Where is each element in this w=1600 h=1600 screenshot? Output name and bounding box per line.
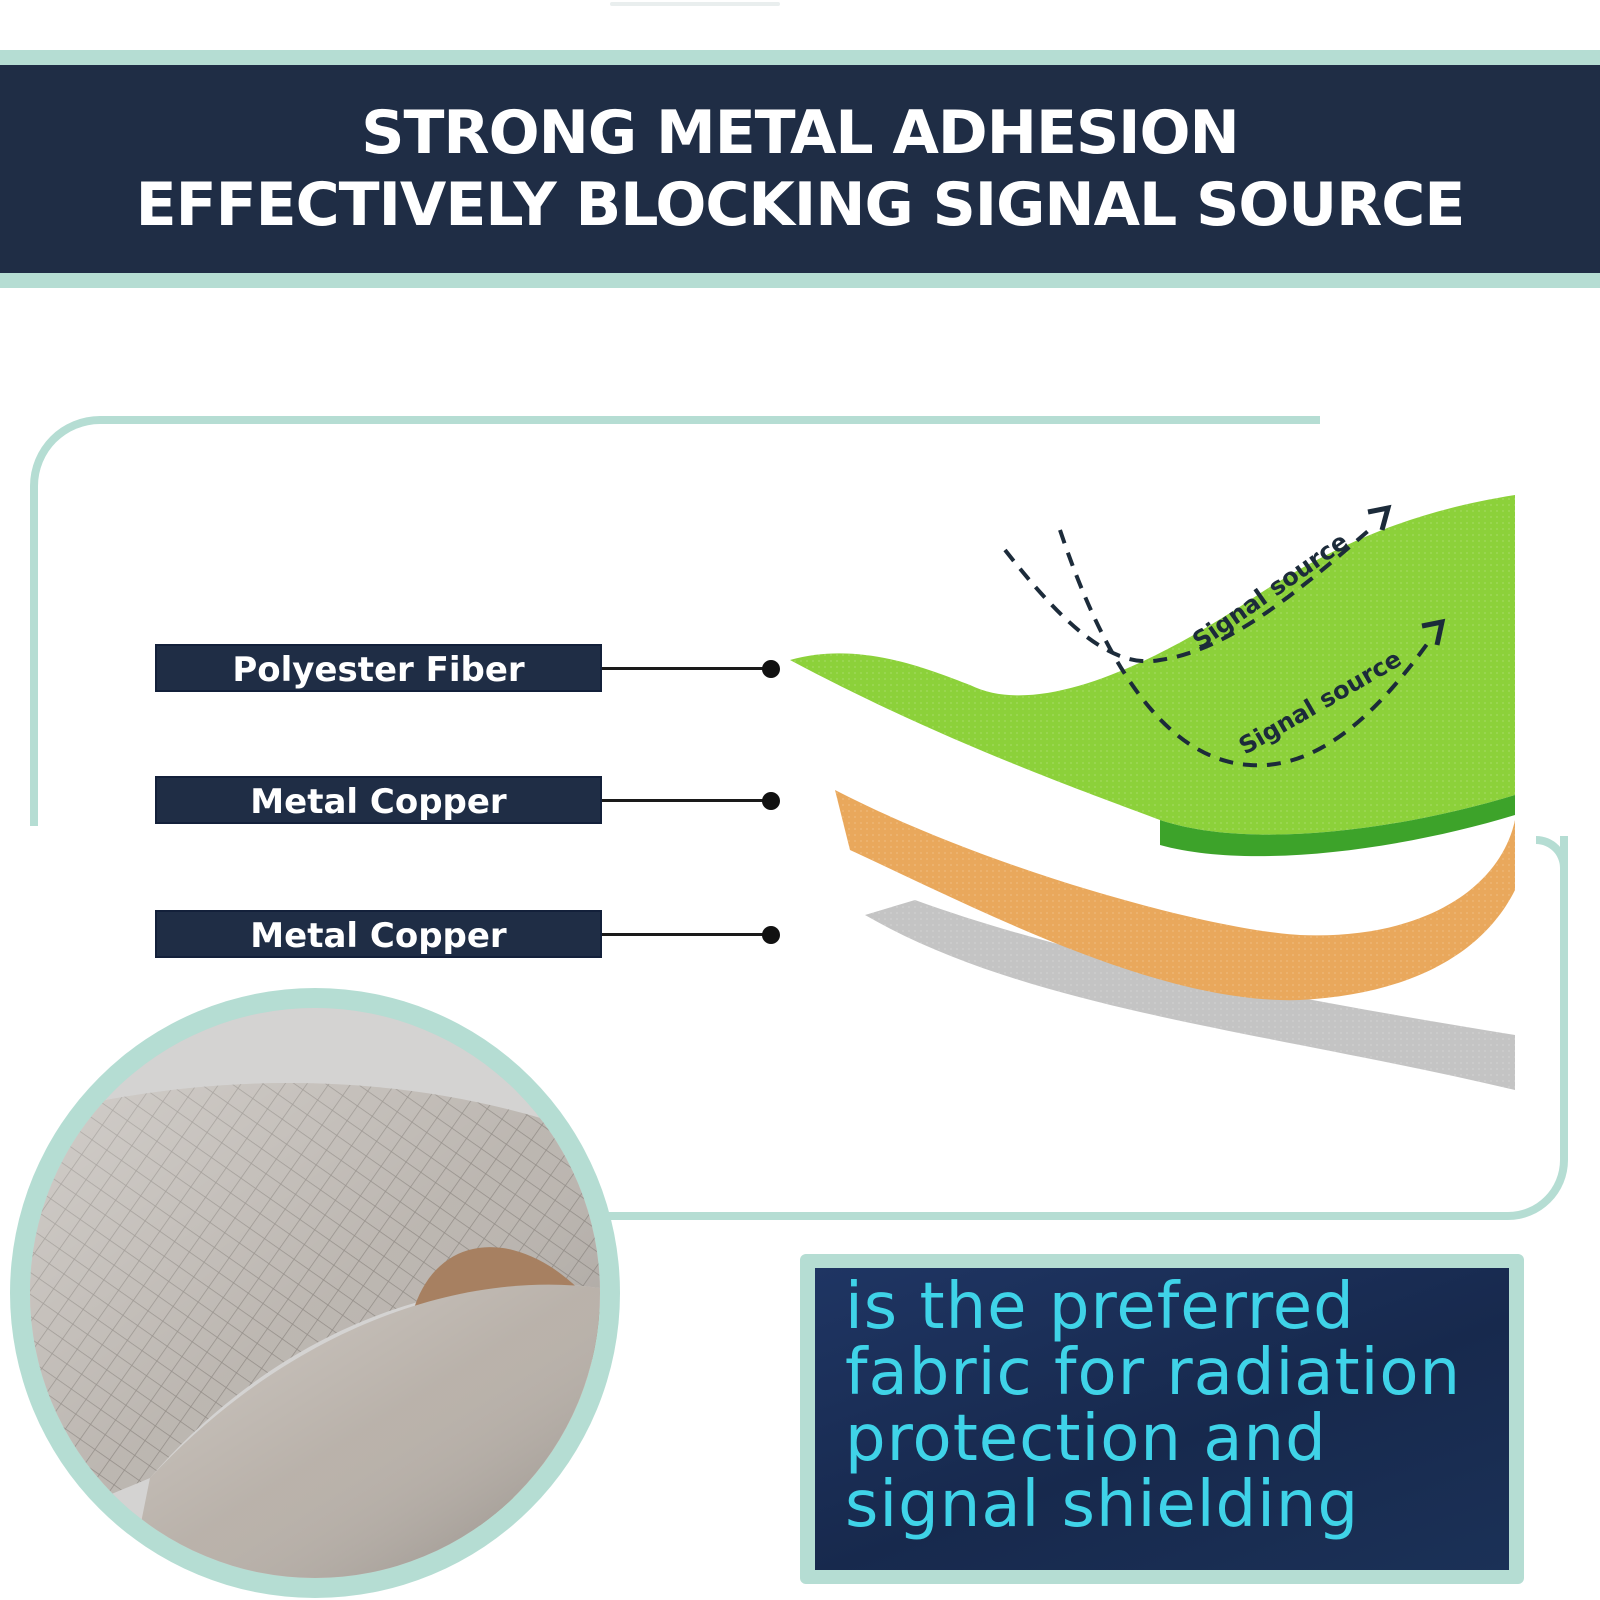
signal-path-1 bbox=[1003, 523, 1377, 664]
fabric-layers-diagram: Signal source Signal source bbox=[790, 495, 1515, 1090]
decorative-frame-corner bbox=[1536, 836, 1568, 896]
promo-line-3: protection and bbox=[845, 1402, 1327, 1476]
layer-label-metal-copper-1: Metal Copper bbox=[155, 776, 602, 824]
top-divider bbox=[610, 2, 780, 6]
connector-line bbox=[602, 933, 770, 936]
connector-line bbox=[602, 667, 770, 670]
product-photo-fabric-roll bbox=[30, 1008, 600, 1578]
fabric-roll-illustration bbox=[30, 1008, 600, 1578]
promo-text-box: is the preferred fabric for radiation pr… bbox=[815, 1268, 1509, 1570]
signal-path-2 bbox=[1058, 529, 1432, 768]
layer-label-polyester-fiber: Polyester Fiber bbox=[155, 644, 602, 692]
promo-line-4: signal shielding bbox=[845, 1468, 1360, 1542]
decorative-frame-top bbox=[30, 416, 1320, 826]
connector-line bbox=[602, 799, 770, 802]
header-banner: STRONG METAL ADHESION EFFECTIVELY BLOCKI… bbox=[0, 65, 1600, 273]
layer-label-metal-copper-2: Metal Copper bbox=[155, 910, 602, 958]
banner-title-line-2: EFFECTIVELY BLOCKING SIGNAL SOURCE bbox=[135, 170, 1466, 240]
decorative-frame-bottom bbox=[600, 836, 1568, 1220]
promo-line-2: fabric for radiation bbox=[845, 1336, 1462, 1410]
signal-arrowhead-1 bbox=[1367, 504, 1392, 531]
banner-title-line-1: STRONG METAL ADHESION bbox=[361, 98, 1239, 168]
signal-arrowhead-2 bbox=[1421, 618, 1446, 646]
connector-dot bbox=[762, 926, 780, 944]
promo-line-1: is the preferred bbox=[845, 1270, 1355, 1344]
connector-dot bbox=[762, 792, 780, 810]
connector-dot bbox=[762, 660, 780, 678]
